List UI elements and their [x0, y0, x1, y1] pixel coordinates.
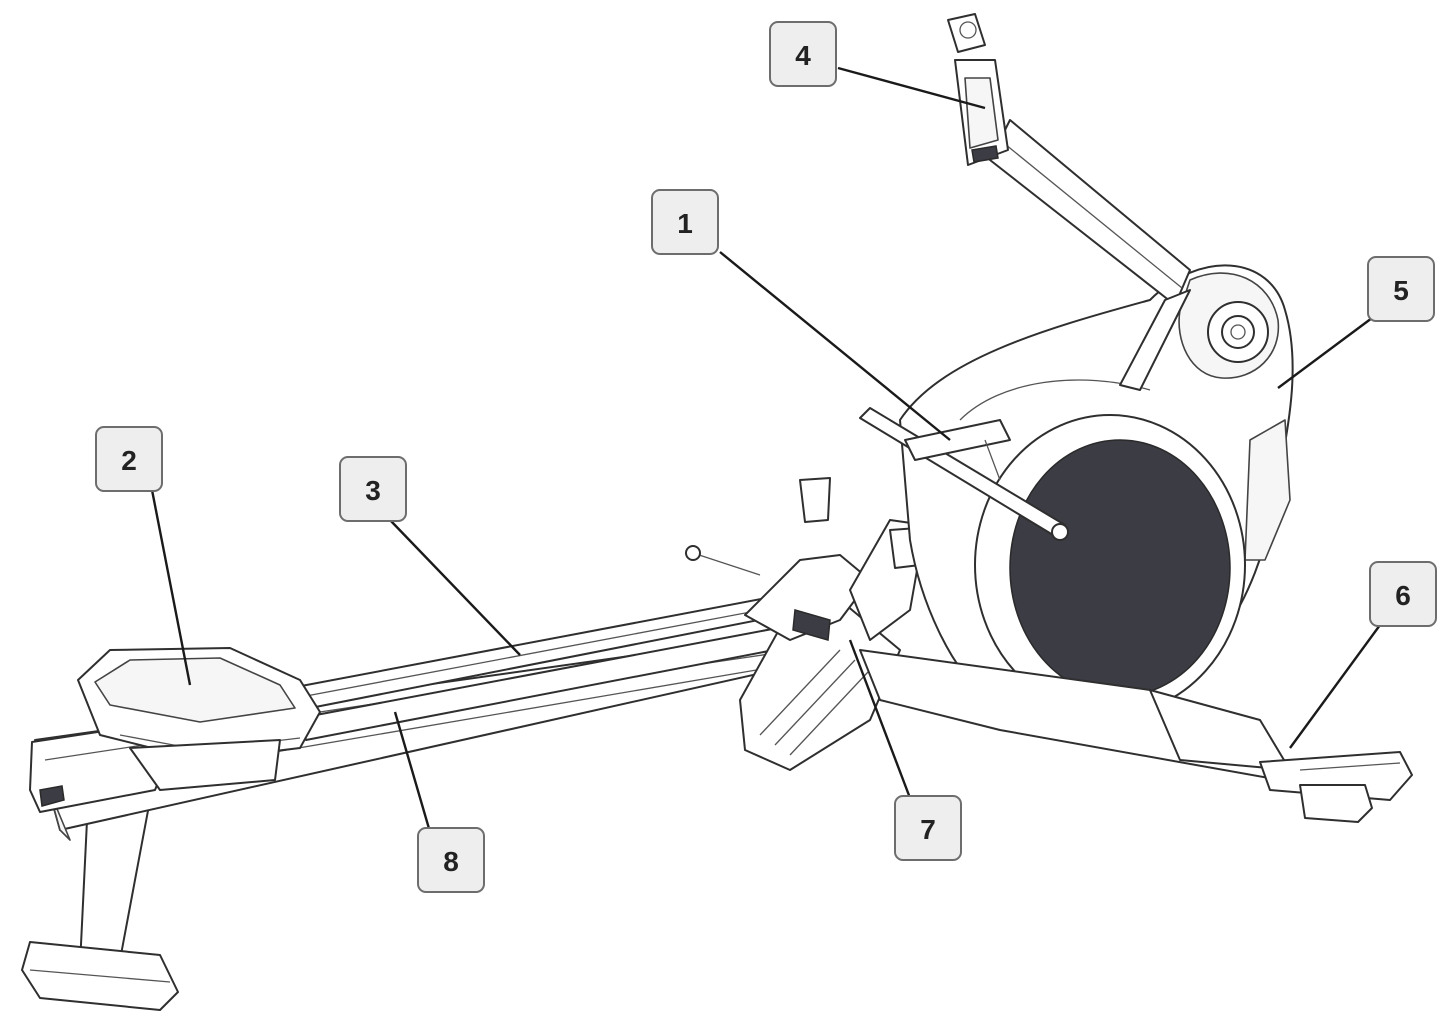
leader-line-8: [393, 711, 432, 833]
leader-lines: [150, 66, 1381, 833]
leader-line-4: [837, 66, 986, 110]
flywheel-cover: [974, 414, 1246, 716]
callout-1: 1: [651, 189, 719, 255]
callout-7: 7: [894, 795, 962, 861]
monitor-arm: [989, 119, 1191, 391]
callout-6: 6: [1369, 561, 1437, 627]
leader-line-2: [150, 489, 192, 686]
seat-track-rails: [279, 585, 841, 741]
rowing-machine-illustration: [21, 13, 1413, 1011]
callout-4-label: 4: [795, 40, 811, 71]
leader-line-1: [719, 251, 951, 441]
seat: [77, 647, 321, 791]
callout-8-label: 8: [443, 846, 459, 877]
monitor: [947, 13, 1009, 166]
handle-bar: [859, 407, 1069, 541]
callout-8: 8: [417, 827, 485, 893]
callout-7-label: 7: [920, 814, 936, 845]
callout-5: 5: [1367, 256, 1435, 322]
callout-2: 2: [95, 426, 163, 492]
leader-line-6: [1289, 624, 1381, 749]
leader-line-5: [1277, 317, 1373, 389]
callout-3-label: 3: [365, 475, 381, 506]
rear-support-leg: [21, 799, 179, 1011]
callout-2-label: 2: [121, 445, 137, 476]
callout-1-label: 1: [677, 208, 693, 239]
leader-line-3: [389, 519, 521, 656]
front-stabilizer: [859, 649, 1413, 823]
callout-6-label: 6: [1395, 580, 1411, 611]
footplates: [685, 477, 926, 771]
callout-3: 3: [339, 456, 407, 522]
callouts: 1 2 3 4 5 6 7 8: [95, 21, 1437, 893]
leader-line-7: [848, 639, 912, 799]
callout-5-label: 5: [1393, 275, 1409, 306]
callout-4: 4: [769, 21, 837, 87]
